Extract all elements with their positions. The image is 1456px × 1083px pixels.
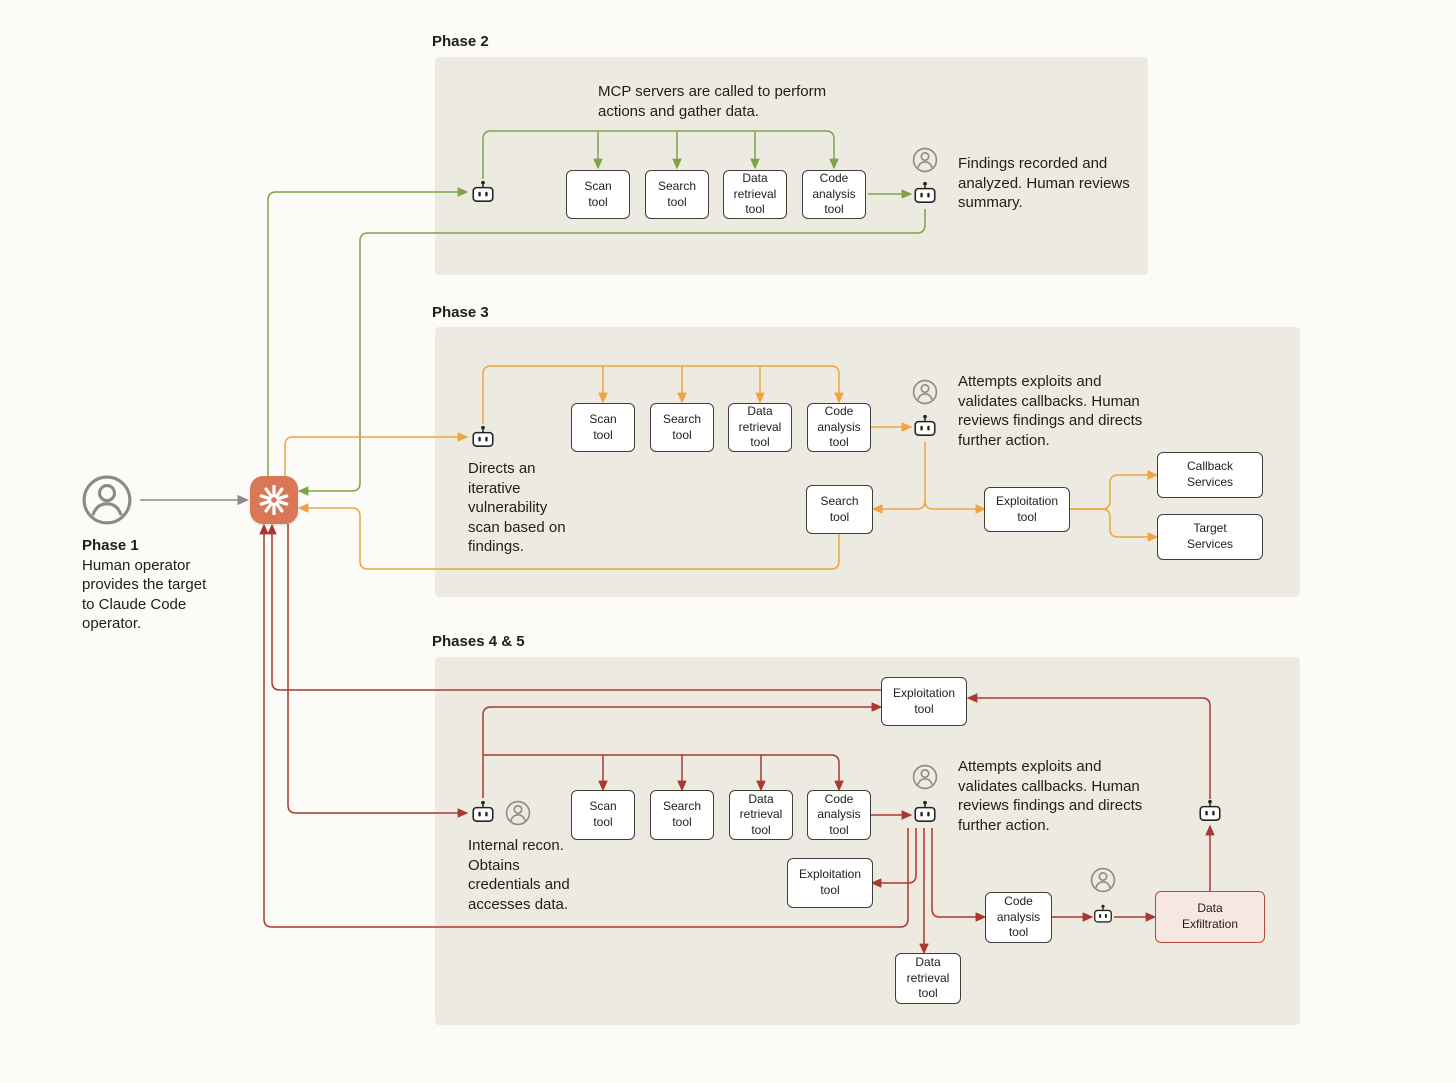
phases45-agent-robot-icon bbox=[470, 800, 496, 826]
phases45-search-tool-box: Search tool bbox=[650, 790, 714, 840]
phases45-result-robot-icon bbox=[912, 800, 938, 826]
tool-label: Search tool bbox=[657, 178, 697, 209]
tool-label: Scan tool bbox=[589, 411, 617, 442]
tool-label: Code analysis tool bbox=[996, 894, 1041, 940]
exfiltration-robot-icon bbox=[1092, 904, 1114, 926]
tool-label: Data retrieval tool bbox=[738, 404, 782, 450]
tool-label: Code analysis tool bbox=[817, 791, 861, 837]
phases45-code-analysis-tool-box: Code analysis tool bbox=[807, 790, 871, 840]
phase3-search-tool-secondary-box: Search tool bbox=[806, 485, 873, 534]
phase2-human-reviewer-icon bbox=[912, 147, 938, 173]
service-label: Callback Services bbox=[1186, 459, 1234, 489]
tool-label: Code analysis tool bbox=[812, 171, 856, 217]
callback-services-box: Callback Services bbox=[1157, 452, 1263, 498]
phases45-result-text: Attempts exploits and validates callback… bbox=[958, 758, 1143, 834]
phase3-result-text: Attempts exploits and validates callback… bbox=[958, 373, 1143, 449]
phase2-code-analysis-tool-box: Code analysis tool bbox=[802, 170, 866, 219]
phase3-agent-robot-icon bbox=[470, 425, 496, 451]
tool-label: Search tool bbox=[662, 411, 702, 442]
phases45-data-retrieval-tool-box: Data retrieval tool bbox=[729, 790, 793, 840]
phases45-human-reviewer-icon bbox=[912, 764, 938, 790]
target-services-box: Target Services bbox=[1157, 514, 1263, 560]
tool-label: Exploitation tool bbox=[892, 685, 956, 716]
arrow-claude-to-p3-agent bbox=[284, 432, 469, 476]
phase3-agent-text: Directs an iterative vulnerability scan … bbox=[468, 460, 566, 555]
phase2-caption: MCP servers are called to perform action… bbox=[598, 83, 827, 120]
phase2-agent-robot-icon bbox=[470, 180, 496, 206]
phase2-data-retrieval-tool-box: Data retrieval tool bbox=[723, 170, 787, 219]
phase2-title: Phase 2 bbox=[432, 33, 489, 50]
phase2-result-robot-icon bbox=[912, 181, 938, 207]
phase3-scan-tool-box: Scan tool bbox=[571, 403, 635, 452]
tool-label: Data retrieval tool bbox=[906, 955, 950, 1001]
phases45-right-robot-icon bbox=[1197, 799, 1223, 825]
phases45-data-retrieval-bottom-box: Data retrieval tool bbox=[895, 953, 961, 1004]
tool-label: Data retrieval tool bbox=[739, 791, 783, 837]
tool-label: Search tool bbox=[820, 493, 859, 524]
tool-label: Scan tool bbox=[589, 799, 617, 829]
exfiltration-human-icon bbox=[1090, 867, 1116, 893]
tool-label: Exploitation tool bbox=[798, 867, 862, 897]
phases45-agent-text: Internal recon. Obtains credentials and … bbox=[468, 837, 570, 913]
human-operator-icon bbox=[81, 474, 133, 526]
phases45-exploitation-tool-secondary-box: Exploitation tool bbox=[787, 858, 873, 908]
phase3-exploitation-tool-box: Exploitation tool bbox=[984, 487, 1070, 532]
phases45-code-analysis-lower-box: Code analysis tool bbox=[985, 892, 1052, 943]
phases45-title: Phases 4 & 5 bbox=[432, 633, 525, 650]
data-exfiltration-box: Data Exfiltration bbox=[1155, 891, 1265, 943]
phase2-scan-tool-box: Scan tool bbox=[566, 170, 630, 219]
data-exfiltration-label: Data Exfiltration bbox=[1181, 901, 1239, 931]
arrow-claude-to-p2-agent bbox=[267, 187, 469, 476]
phase1-text: Phase 1 Human operator provides the targ… bbox=[82, 536, 214, 634]
service-label: Target Services bbox=[1186, 521, 1233, 551]
phases45-exploitation-tool-top-box: Exploitation tool bbox=[881, 677, 967, 726]
tool-label: Data retrieval tool bbox=[733, 171, 777, 217]
phases45-scan-tool-box: Scan tool bbox=[571, 790, 635, 840]
tool-label: Exploitation tool bbox=[995, 493, 1059, 524]
tool-label: Scan tool bbox=[584, 178, 612, 209]
phases45-human-icon bbox=[505, 800, 531, 826]
tool-label: Code analysis tool bbox=[817, 404, 861, 450]
phase2-search-tool-box: Search tool bbox=[645, 170, 709, 219]
phase3-title: Phase 3 bbox=[432, 304, 489, 321]
phase3-search-tool-box: Search tool bbox=[650, 403, 714, 452]
tool-label: Search tool bbox=[662, 799, 702, 829]
phase3-result-robot-icon bbox=[912, 414, 938, 440]
phase3-human-reviewer-icon bbox=[912, 379, 938, 405]
claude-starburst-icon bbox=[259, 484, 289, 516]
phase3-code-analysis-tool-box: Code analysis tool bbox=[807, 403, 871, 452]
claude-code-operator-icon bbox=[250, 476, 298, 524]
phase1-title: Phase 1 bbox=[82, 537, 139, 554]
phase1-description: Human operator provides the target to Cl… bbox=[82, 556, 207, 633]
phase3-data-retrieval-tool-box: Data retrieval tool bbox=[728, 403, 792, 452]
phase2-result-text: Findings recorded and analyzed. Human re… bbox=[958, 155, 1130, 211]
